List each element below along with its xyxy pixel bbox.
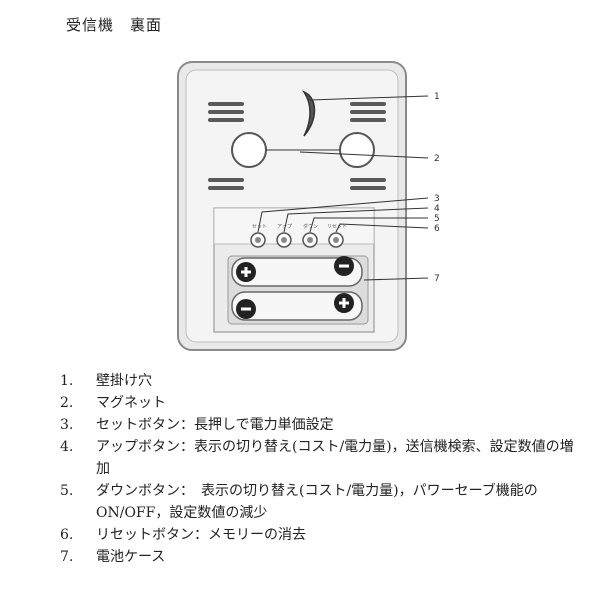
vent-slots-bottom (208, 178, 386, 190)
callout-5: 5 (434, 214, 440, 224)
page-title: 受信機 裏面 (66, 16, 163, 34)
wall-hang-hole (301, 90, 316, 137)
battery-case (227, 255, 369, 325)
callout-7: 7 (434, 274, 440, 284)
list-item-number: 5. (60, 483, 74, 499)
list-item-number: 7. (60, 549, 74, 565)
parts-list: 1. 壁掛け穴 2. マグネット 3. セットボタン：長押しで電力単価設定 4. アップ… (60, 370, 580, 568)
list-item-text: マグネット (96, 395, 166, 411)
reset-button-label: リセット (327, 224, 347, 230)
battery-top (231, 257, 363, 287)
receiver-back-diagram: セット アップ ダウン リセット 1 2 3 4 5 6 7 (177, 61, 440, 351)
list-item-text: 壁掛け穴 (96, 373, 152, 389)
list-item-text: セットボタン：長押しで電力単価設定 (96, 417, 334, 433)
magnet-right (339, 132, 375, 168)
list-item: 5. ダウンボタン： 表示の切り替え(コスト/電力量)，パワーセーブ機能のON/O… (60, 480, 580, 524)
list-item-number: 4. (60, 439, 74, 455)
list-item: 2. マグネット (60, 392, 580, 414)
list-item: 7. 電池ケース (60, 546, 580, 568)
list-item: 4. アップボタン：表示の切り替え(コスト/電力量)，送信機検索、設定数値の増加 (60, 436, 580, 480)
list-item-number: 3. (60, 417, 74, 433)
list-item-number: 1. (60, 373, 74, 389)
list-item: 3. セットボタン：長押しで電力単価設定 (60, 414, 580, 436)
callout-lines (257, 95, 429, 281)
callout-3: 3 (434, 194, 440, 204)
list-item: 6. リセットボタン：メモリーの消去 (60, 524, 580, 546)
battery-bottom (231, 291, 363, 321)
control-buttons (250, 232, 344, 248)
list-item-text: リセットボタン：メモリーの消去 (96, 527, 306, 543)
list-item: 1. 壁掛け穴 (60, 370, 580, 392)
list-item-text: 電池ケース (96, 549, 166, 565)
list-item-number: 2. (60, 395, 74, 411)
callout-1: 1 (434, 92, 440, 102)
vent-slots-top (208, 102, 386, 122)
list-item-number: 6. (60, 527, 74, 543)
callout-2: 2 (434, 154, 440, 164)
callout-6: 6 (434, 224, 440, 234)
up-button-label: アップ (277, 224, 292, 230)
magnet-left (231, 132, 267, 168)
list-item-text: アップボタン：表示の切り替え(コスト/電力量)，送信機検索、設定数値の増加 (96, 439, 574, 477)
down-button-label: ダウン (303, 223, 318, 230)
callout-4: 4 (434, 204, 440, 214)
list-item-text: ダウンボタン： 表示の切り替え(コスト/電力量)，パワーセーブ機能のON/OFF… (96, 483, 538, 521)
